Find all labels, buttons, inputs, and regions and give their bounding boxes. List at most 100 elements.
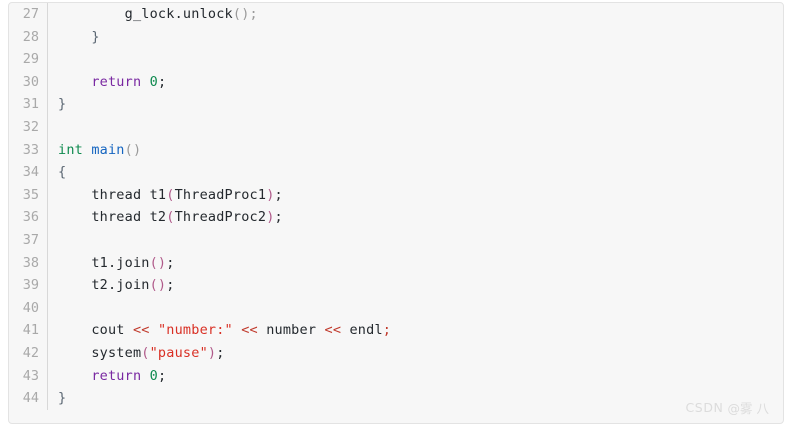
token-operator: ; [382, 322, 392, 339]
token-plain: system [91, 344, 142, 361]
line-content[interactable] [48, 297, 783, 320]
gutter-separator [47, 138, 48, 162]
token-punct: () [149, 254, 167, 271]
token-plain: ; [216, 344, 225, 361]
code-line: 41 cout << "number:" << number << endl; [9, 319, 783, 342]
token-paren: (); [232, 6, 258, 22]
token-plain [58, 29, 91, 45]
token-operator: << [324, 322, 342, 339]
line-content[interactable]: thread t1(ThreadProc1); [48, 184, 783, 207]
line-number: 28 [22, 28, 39, 45]
line-content[interactable]: int main() [48, 139, 783, 162]
line-content[interactable]: system("pause"); [48, 342, 783, 365]
line-content[interactable]: t1.join(); [48, 252, 783, 275]
token-plain: ; [157, 73, 167, 90]
token-operator: << [132, 322, 150, 339]
code-line: 44} [9, 387, 783, 410]
line-content[interactable] [48, 48, 783, 71]
token-punct: ) [207, 344, 217, 361]
token-keyword: return [91, 367, 142, 384]
token-plain [58, 322, 91, 338]
token-paren: () [124, 141, 142, 158]
token-plain: cout [91, 322, 125, 339]
token-plain: ThreadProc2 [174, 209, 267, 226]
token-plain [233, 322, 241, 338]
token-plain [58, 74, 91, 90]
token-plain: ; [274, 186, 283, 203]
token-plain [141, 368, 149, 384]
token-plain: t2.join [91, 277, 150, 294]
gutter-separator [47, 296, 48, 320]
token-plain [58, 6, 125, 22]
token-plain [58, 255, 91, 271]
line-number: 27 [22, 6, 39, 22]
code-line: 35 thread t1(ThreadProc1); [9, 183, 783, 207]
line-content[interactable]: } [48, 93, 783, 116]
line-number: 38 [22, 254, 39, 271]
gutter-separator [47, 274, 48, 297]
token-plain [58, 277, 91, 293]
token-plain: ; [274, 209, 283, 226]
line-number: 39 [22, 277, 39, 294]
token-type: int [58, 141, 83, 158]
token-plain: t1.join [91, 254, 150, 271]
token-plain: g_lock.unlock [124, 6, 233, 22]
token-plain [58, 345, 91, 361]
token-string: "pause" [149, 344, 208, 361]
token-plain: ; [157, 367, 167, 384]
code-line: 29 [9, 48, 783, 71]
line-content[interactable]: thread t2(ThreadProc2); [48, 206, 783, 229]
token-punct: ) [266, 186, 275, 203]
line-content[interactable]: cout << "number:" << number << endl; [48, 319, 783, 342]
line-number: 29 [22, 51, 39, 68]
line-number: 31 [22, 96, 39, 113]
token-plain [58, 187, 91, 203]
token-punct: ( [141, 344, 150, 361]
code-line: 43 return 0; [9, 364, 783, 388]
code-line: 33 int main() [9, 138, 783, 162]
gutter-separator [47, 183, 48, 207]
line-number: 34 [22, 164, 39, 181]
code-line: 39 t2.join(); [9, 274, 783, 297]
token-punct: ( [166, 186, 175, 203]
token-operator: << [241, 322, 258, 339]
token-plain: ; [166, 277, 175, 294]
code-line: 30 return 0; [9, 70, 783, 94]
line-number: 44 [22, 390, 39, 407]
token-plain: thread t2 [91, 209, 167, 226]
line-content[interactable]: t2.join(); [48, 274, 783, 297]
token-brace: } [58, 96, 67, 113]
gutter-separator [47, 161, 48, 184]
gutter-separator [47, 3, 48, 26]
line-number: 41 [22, 322, 39, 339]
line-number: 33 [22, 141, 39, 158]
line-number: 43 [22, 367, 39, 384]
token-plain [58, 209, 91, 225]
token-plain: thread t1 [91, 186, 167, 203]
line-content[interactable]: return 0; [48, 365, 783, 388]
line-content[interactable]: } [48, 26, 783, 49]
token-brace: } [91, 28, 100, 45]
line-content[interactable]: { [48, 161, 783, 184]
gutter-separator [47, 364, 48, 388]
line-content[interactable] [48, 229, 783, 252]
line-content[interactable]: return 0; [48, 71, 783, 94]
token-plain: ; [166, 254, 175, 271]
token-punct: () [149, 277, 167, 294]
code-lines-container: 27 g_lock.unlock();28 }29 30 return 0;31… [9, 3, 783, 423]
line-number: 30 [22, 73, 39, 90]
code-line: 36 thread t2(ThreadProc2); [9, 206, 783, 229]
line-content[interactable]: } [48, 387, 783, 410]
gutter-separator [47, 319, 48, 342]
gutter-separator [47, 251, 48, 275]
token-brace: { [58, 164, 67, 181]
code-line: 40 [9, 296, 783, 320]
code-line: 27 g_lock.unlock(); [9, 3, 783, 26]
token-number: 0 [149, 73, 158, 90]
gutter-separator [47, 93, 48, 116]
line-content[interactable]: g_lock.unlock(); [48, 3, 783, 26]
gutter-separator [47, 70, 48, 94]
line-content[interactable] [48, 116, 783, 139]
token-plain [125, 322, 133, 338]
gutter-separator [47, 206, 48, 229]
